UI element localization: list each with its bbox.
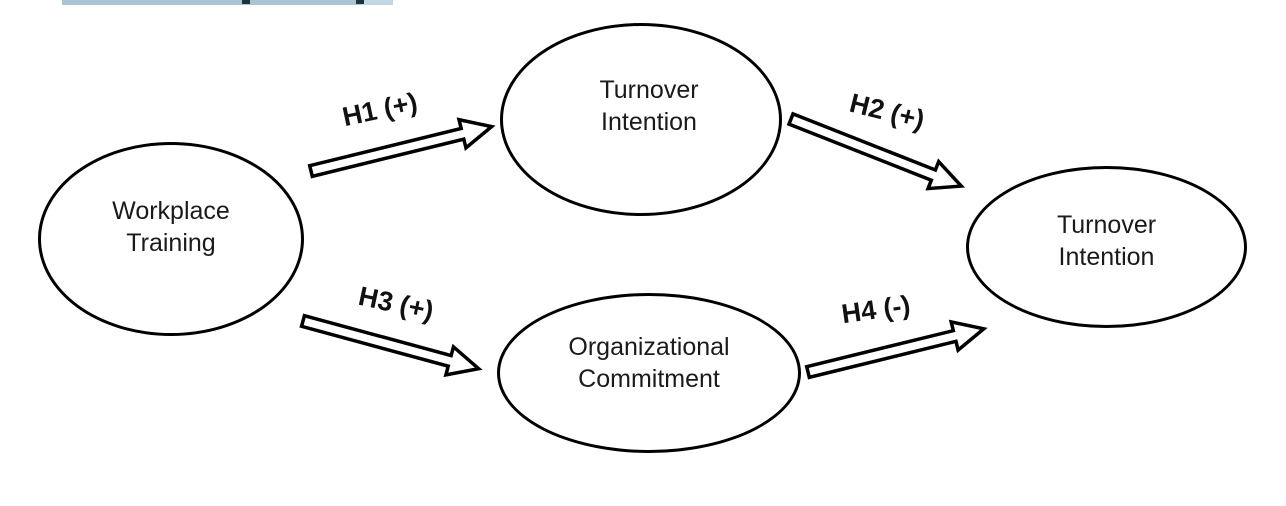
selection-remnant-end	[361, 0, 393, 5]
h3-arrow	[299, 313, 483, 378]
text-descender-mark	[356, 0, 364, 4]
node-label: Turnover Intention	[1056, 211, 1157, 271]
text-descender-mark	[242, 0, 250, 4]
node-turnover-intention-outcome: Turnover Intention	[966, 166, 1247, 328]
node-organizational-commitment: Organizational Commitment	[497, 293, 801, 453]
node-turnover-intention-mediator: Turnover Intention	[500, 23, 782, 216]
node-workplace-training: Workplace Training	[38, 142, 304, 336]
h2-arrow	[786, 111, 966, 191]
node-label: Organizational Commitment	[568, 333, 730, 393]
h1-arrow	[307, 117, 496, 179]
node-label: Workplace Training	[112, 197, 230, 257]
selection-remnant-strip	[62, 0, 393, 5]
node-label: Turnover Intention	[599, 75, 699, 136]
h4-arrow	[804, 319, 988, 380]
